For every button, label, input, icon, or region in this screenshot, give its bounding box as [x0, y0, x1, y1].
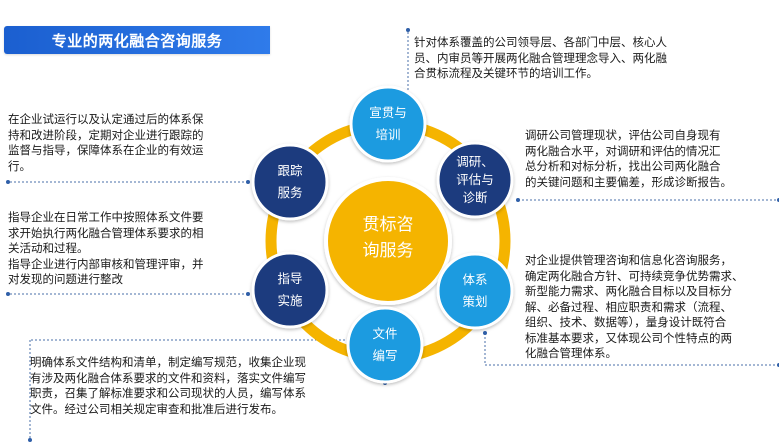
connector-dot — [246, 180, 250, 184]
description-documents: 明确体系文件结构和清单，制定编写规范，收集企业现 有涉及两化融合体系要求的文件和… — [30, 355, 306, 416]
connector-dot — [28, 438, 32, 442]
description-guidance: 指导企业在日常工作中按照体系文件要 求开始执行两化融合管理体系要求的相 关活动和… — [8, 210, 204, 286]
center-circle — [324, 177, 452, 305]
center-label: 贯标咨 询服务 — [362, 215, 414, 261]
connector-dot — [6, 292, 10, 296]
description-tracking: 在企业试运行以及认定通过后的体系保 持和改进阶段，定期对企业进行跟踪的 监督与指… — [8, 112, 204, 173]
node-label-tracking: 跟踪 服务 — [277, 163, 303, 200]
node-label-research: 调研、 评估与 诊断 — [456, 154, 494, 205]
description-research: 调研公司管理现状，评估公司自身现有 两化融合水平，对调研和评估的情况汇 总分析和… — [525, 128, 732, 189]
connector-dot — [6, 180, 10, 184]
node-label-training: 宣贯与 培训 — [369, 105, 407, 142]
description-planning: 对企业提供管理咨询和信息化咨询服务， 确定两化融合方针、可持续竞争优势需求、 新… — [525, 253, 744, 360]
node-circle-guidance — [251, 251, 329, 329]
connector-dot — [483, 331, 487, 335]
node-label-planning: 体系 策划 — [462, 272, 488, 309]
node-circle-planning — [436, 252, 514, 330]
connector-dot — [516, 198, 520, 202]
connector-dot — [246, 292, 250, 296]
node-circle-documents — [346, 306, 424, 384]
description-training: 针对体系覆盖的公司领导层、各部门中层、核心人 员、内审员等开展两化融合管理理念导… — [414, 35, 667, 80]
page-title: 专业的两化融合咨询服务 — [51, 32, 223, 50]
node-circle-tracking — [251, 143, 329, 221]
connector-dot — [406, 28, 410, 32]
title-bar: 专业的两化融合咨询服务 — [4, 26, 270, 54]
node-circle-training — [349, 85, 427, 163]
connector-lines — [6, 28, 779, 442]
node-circle-research — [436, 141, 514, 219]
node-label-guidance: 指导 实施 — [277, 271, 303, 308]
node-label-documents: 文件 编写 — [372, 326, 398, 363]
